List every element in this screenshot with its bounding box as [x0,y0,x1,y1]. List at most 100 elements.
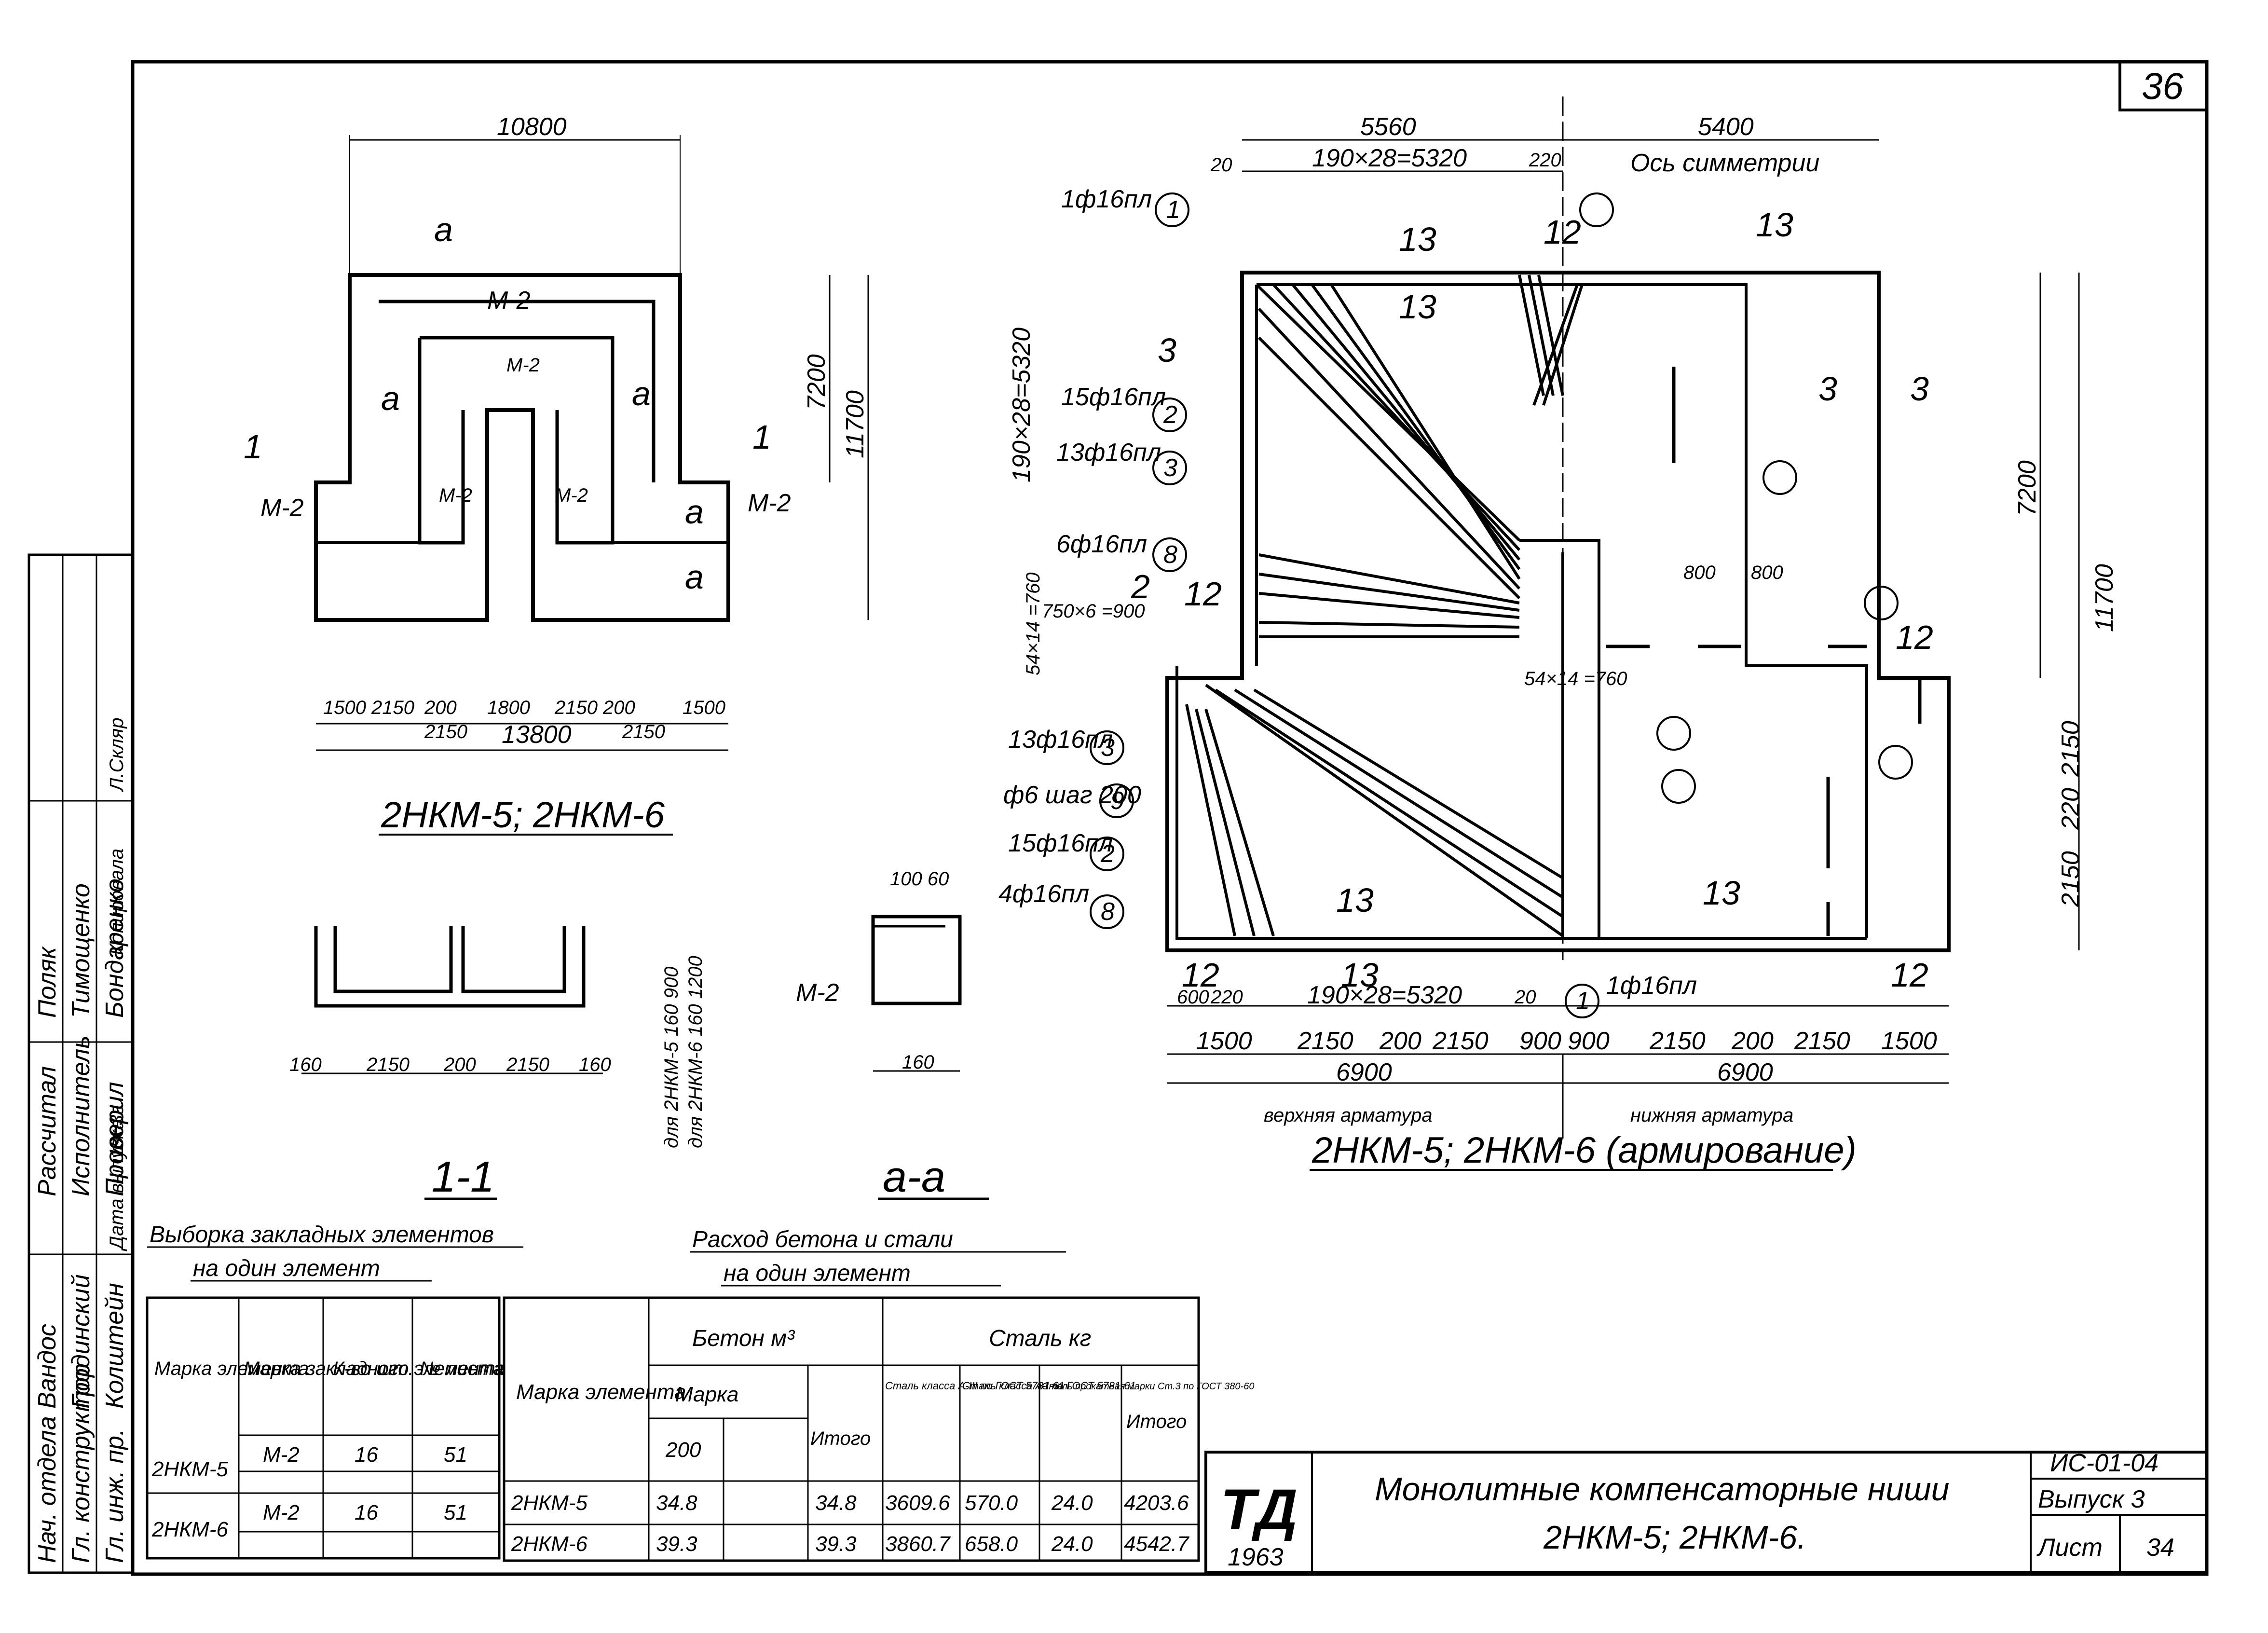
td: 658.0 [965,1532,1018,1556]
stamp-role: Гл. конструктор [67,1363,95,1563]
section-dim: 100 60 [890,868,949,890]
reinf-top-dim: 5400 [1698,113,1754,141]
reinf-top-dim: 5560 [1360,113,1416,141]
section-note: для 2НКМ-5 160 900 [661,967,682,1148]
zone-label: 13 [1341,956,1379,994]
stamp-role: Исполнитель [67,1035,95,1196]
zone-label: 12 [1182,956,1219,994]
embedded-mark: М-2 [260,494,304,522]
list-label: Лист [2036,1534,2103,1562]
stamp-name: Поляк [33,946,61,1018]
td: М-2 [263,1443,300,1467]
lower-rebar-label: нижняя арматура [1630,1105,1793,1126]
td: 16 [355,1443,378,1467]
th-embedded: Марка закладного элемента [244,1358,506,1379]
stamp-name: Гродинский [67,1274,95,1409]
materials-table: Расход бетона и стали на один элемент Ма… [503,1227,1254,1562]
cut-mark: a [381,380,400,417]
table-subtitle: на один элемент [193,1256,380,1281]
stamp-name: Тимощенко [67,883,95,1018]
section-a-a: 100 60 160 М-2 а-а [796,868,989,1201]
title-year: 1963 [1228,1543,1284,1571]
reinf-sub-dim: 220 [1210,987,1243,1008]
td: 24.0 [1051,1532,1093,1556]
plan-dim: 200 [602,697,635,718]
td: М-2 [263,1501,300,1524]
reinf-sub-dim: 600 [1177,987,1209,1008]
section-dim: 160 [902,1052,934,1073]
plan-caption: 2НКМ-5; 2НКМ-6 [381,795,665,836]
bar-callout: 13ф16пл [1056,439,1161,467]
reinf-dim: 2150 [1297,1027,1353,1055]
stamp-role: Дата выпуска [106,1119,127,1251]
bar-callout: 6ф16пл [1056,530,1147,558]
th-mark-value: 200 [665,1438,701,1462]
plan-dim: 2150 [424,721,467,742]
stamp-name: Л.Скляр [106,718,127,793]
title-block: ТД 1963 Монолитные компенсаторные ниши 2… [1204,1449,2208,1574]
zone-label: 3 [1818,370,1837,408]
plan-dim: 1500 [683,697,725,718]
plan-top-dim: 10800 [497,113,567,141]
th-element: Марка элемента [516,1380,686,1404]
th-concrete-total: Итого [810,1428,871,1449]
td: 2НКМ-6 [511,1532,587,1556]
cut-mark: 1 [244,428,262,466]
zone-label: 13 [1399,288,1436,326]
stamp-role: Копировала [106,849,127,955]
bar-id: 2 [1163,401,1177,429]
td: 34.8 [815,1491,857,1515]
zone-label: 13 [1703,874,1740,912]
bar-id: 3 [1163,454,1177,482]
td: 2НКМ-6 [151,1518,228,1541]
reinf-right-dim: 11700 [2090,564,2118,632]
bar-id: 3 [1101,734,1115,762]
reinf-dim: 200 [1731,1027,1774,1055]
reinf-dim: 1500 [1881,1027,1937,1055]
th-element: Марка элемента [154,1358,309,1379]
stamp-role: Гл. инж. пр. [101,1429,129,1563]
cut-mark: a [685,558,704,596]
reinforcement-view: 5560 5400 20 190×28=5320 220 Ось симметр… [998,96,2118,1171]
td: 3609.6 [885,1491,950,1515]
td: 2НКМ-5 [511,1491,587,1515]
plan-view: 10800 7200 11700 1500 2150 200 1800 2150… [244,113,869,836]
zone-label: 12 [1184,575,1222,613]
th-steel-total: Итого [1126,1411,1187,1432]
cut-mark: a [632,375,651,412]
zone-label: 12 [1896,618,1933,656]
reinf-sub-dim: 20 [1210,154,1232,176]
sheet-number-box [2118,60,2208,111]
embedded-mark: М-2 [487,287,531,315]
section-dim: 160 [289,1054,322,1075]
reinf-total-dim: 6900 [1717,1058,1773,1086]
plan-dim: 1800 [487,697,530,718]
list-number: 34 [2146,1534,2174,1562]
bar-id: 2 [1100,840,1115,868]
zone-label: 12 [1891,956,1928,994]
reinf-sub-dim: 220 [1529,150,1561,171]
td: 4542.7 [1124,1532,1189,1556]
reinf-right-dim: 2150 [2057,851,2085,907]
bar-callout: 1ф16пл [1061,185,1152,213]
doc-code: ИС-01-04 [2050,1449,2159,1477]
reinf-dim: 900 [1568,1027,1610,1055]
plan-dim: 200 [424,697,457,718]
plan-dim: 1500 [323,697,366,718]
bar-callout: 1ф16пл [1606,972,1697,1000]
issue: Выпуск 3 [2038,1485,2145,1513]
reinf-right-dim: 2150 [2057,721,2085,777]
td: 51 [444,1501,467,1524]
stamp-role: Рассчитал [33,1066,61,1196]
stamp-name: Вандос [33,1324,61,1409]
section-dim: 200 [443,1054,476,1075]
bar-callout: 15ф16пл [1008,829,1113,857]
zone-label: 13 [1336,881,1374,919]
title-line-2: 2НКМ-5; 2НКМ-6. [1543,1519,1806,1556]
table-title: Выборка закладных элементов [150,1222,494,1248]
td: 2НКМ-5 [151,1457,228,1481]
th-steel-col: Сталь класса А-III по ГОСТ 5781-61 [885,1380,1065,1392]
table-title: Расход бетона и стали [692,1227,953,1252]
cut-mark: a [434,211,453,248]
plan-dim: 2150 [554,697,598,718]
